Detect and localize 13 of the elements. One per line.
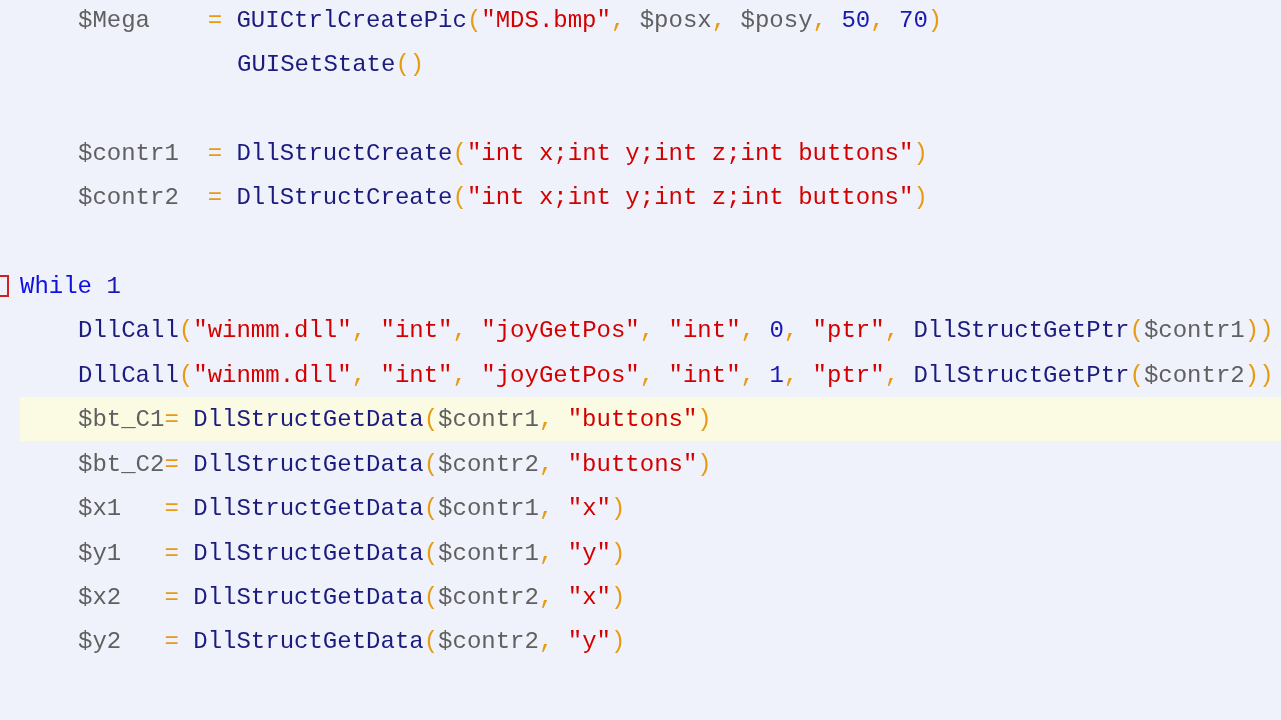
code-line: $y1 = DllStructGetData($contr1, "y") (78, 539, 626, 569)
code-line: DllCall("winmm.dll", "int", "joyGetPos", "int", 1, "ptr", DllStructGetPtr($contr2)) (78, 361, 1274, 391)
code-line: $y2 = DllStructGetData($contr2, "y") (78, 627, 626, 657)
code-line: DllCall("winmm.dll", "int", "joyGetPos", "int", 0, "ptr", DllStructGetPtr($contr1)) (78, 316, 1274, 346)
code-line: While 1 (20, 272, 121, 302)
code-line: $Mega = GUICtrlCreatePic("MDS.bmp", $posx, $posy, 50, 70) (78, 6, 943, 36)
code-line: $x1 = DllStructGetData($contr1, "x") (78, 494, 626, 524)
code-line: $x2 = DllStructGetData($contr2, "x") (78, 583, 626, 613)
code-line: GUISetState() (237, 50, 425, 80)
code-line: $contr1 = DllStructCreate("int x;int y;int z;int buttons") (78, 139, 928, 169)
code-line: $bt_C1= DllStructGetData($contr1, "buttons") (78, 405, 712, 435)
code-line: $contr2 = DllStructCreate("int x;int y;int z;int buttons") (78, 183, 928, 213)
code-line: $bt_C2= DllStructGetData($contr2, "buttons") (78, 450, 712, 480)
